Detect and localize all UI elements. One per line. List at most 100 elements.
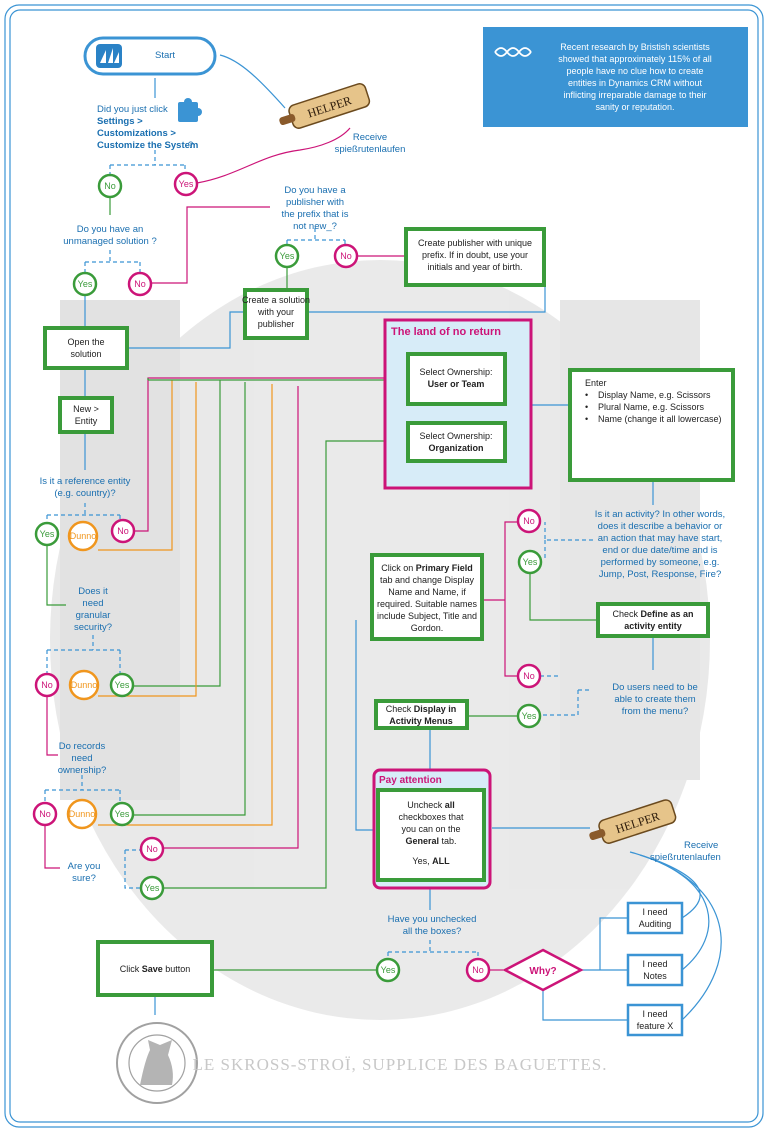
answer-yes-granular: Yes: [109, 672, 135, 698]
svg-text:required. Suitable names: required. Suitable names: [377, 599, 478, 609]
svg-text:initials and year of birth.: initials and year of birth.: [427, 262, 522, 272]
svg-text:with your: with your: [257, 307, 294, 317]
svg-text:checkboxes that: checkboxes that: [398, 812, 464, 822]
svg-text:Customizations >: Customizations >: [97, 128, 176, 139]
svg-text:Are you: Are you: [68, 861, 101, 872]
svg-text:Yes: Yes: [78, 279, 93, 289]
svg-text:Yes: Yes: [179, 179, 194, 189]
svg-text:granular: granular: [76, 610, 111, 621]
svg-text:tab and change Display: tab and change Display: [380, 575, 475, 585]
svg-text:prefix. If in doubt, use your: prefix. If in doubt, use your: [422, 250, 528, 260]
need-auditing-box: I need Auditing: [626, 901, 684, 935]
svg-text:Yes: Yes: [523, 557, 538, 567]
helper-paddle-icon: HELPER: [279, 82, 371, 129]
svg-text:Create a solution: Create a solution: [242, 295, 310, 305]
question-unchecked: Have you unchecked all the boxes?: [388, 914, 477, 937]
answer-yes-activity: Yes: [517, 549, 543, 575]
svg-text:need: need: [82, 598, 103, 609]
svg-text:people have no clue how to cre: people have no clue how to create: [566, 66, 703, 76]
svg-text:?: ?: [188, 140, 193, 151]
question-activity: Is it an activity? In other words, does …: [595, 509, 725, 580]
svg-text:No: No: [472, 965, 484, 975]
svg-text:No: No: [117, 526, 129, 536]
question-ownership: Do records need ownership?: [58, 741, 107, 776]
svg-text:Check Define as an: Check Define as an: [612, 609, 693, 619]
svg-text:Settings >: Settings >: [97, 116, 143, 127]
svg-text:Click on Primary Field: Click on Primary Field: [381, 563, 473, 573]
svg-text:•: •: [585, 402, 588, 412]
answer-no-granular: No: [34, 672, 60, 698]
connectors: [44, 54, 722, 1021]
answer-yes-unchecked: Yes: [375, 957, 401, 983]
svg-text:you can on the: you can on the: [401, 824, 460, 834]
svg-text:Uncheck all: Uncheck all: [407, 800, 455, 810]
info-banner: Recent research by Bristish scientists s…: [483, 27, 748, 127]
svg-text:Organization: Organization: [428, 443, 483, 453]
svg-text:sure?: sure?: [72, 873, 96, 884]
seal-of-approval-icon: [116, 1022, 198, 1104]
svg-text:publisher with: publisher with: [286, 197, 344, 208]
svg-text:Dunno: Dunno: [71, 680, 98, 690]
svg-text:•: •: [585, 414, 588, 424]
svg-text:General tab.: General tab.: [405, 836, 456, 846]
question-unmanaged-solution: Do you have an unmanaged solution ?: [63, 224, 157, 247]
svg-text:Have you unchecked: Have you unchecked: [388, 914, 477, 925]
svg-text:I need: I need: [642, 907, 667, 917]
why-diamond: Why?: [502, 948, 584, 992]
svg-text:Jump, Post, Response, Fire?: Jump, Post, Response, Fire?: [599, 569, 722, 580]
svg-text:Yes: Yes: [40, 529, 55, 539]
new-entity-box: New > Entity: [58, 396, 114, 434]
svg-text:Plural Name, e.g. Scissors: Plural Name, e.g. Scissors: [598, 402, 705, 412]
svg-text:include Subject, Title and: include Subject, Title and: [377, 611, 477, 621]
svg-text:spießrutenlaufen: spießrutenlaufen: [650, 852, 721, 863]
svg-text:from the menu?: from the menu?: [622, 706, 689, 717]
answer-no-unchecked: No: [465, 957, 491, 983]
svg-text:solution: solution: [70, 349, 101, 359]
start-label: Start: [155, 50, 175, 61]
answer-no-publisher: No: [333, 243, 359, 269]
svg-text:Select Ownership:: Select Ownership:: [419, 431, 492, 441]
svg-text:Open the: Open the: [67, 337, 104, 347]
svg-text:I need: I need: [642, 1009, 667, 1019]
svg-text:Yes: Yes: [280, 251, 295, 261]
svg-text:Do users need to be: Do users need to be: [612, 682, 698, 693]
svg-text:Activity Menus: Activity Menus: [389, 716, 453, 726]
svg-text:Is it an activity? In other wo: Is it an activity? In other words,: [595, 509, 725, 520]
svg-text:New >: New >: [73, 404, 99, 414]
land-of-no-return: The land of no return Select Ownership: …: [383, 318, 533, 490]
question-customize: Did you just click Settings > Customizat…: [97, 98, 202, 151]
question-sure: Are you sure?: [68, 861, 101, 884]
svg-text:unmanaged solution ?: unmanaged solution ?: [63, 236, 157, 247]
answer-yes-reference: Yes: [34, 521, 60, 547]
svg-text:Create publisher with unique: Create publisher with unique: [418, 238, 532, 248]
svg-text:Does it: Does it: [78, 586, 108, 597]
question-granular: Does it need granular security?: [74, 586, 112, 633]
svg-text:No: No: [523, 516, 535, 526]
svg-text:Gordon.: Gordon.: [411, 623, 444, 633]
svg-text:publisher: publisher: [258, 319, 295, 329]
answer-no-unmanaged: No: [127, 271, 153, 297]
svg-text:Do you have a: Do you have a: [284, 185, 346, 196]
svg-text:Customize the System: Customize the System: [97, 140, 198, 151]
svg-text:User or Team: User or Team: [428, 379, 485, 389]
answer-no-ownership: No: [32, 801, 58, 827]
svg-text:inflicting irreparable damage: inflicting irreparable damage to their: [563, 90, 706, 100]
svg-text:I need: I need: [642, 959, 667, 969]
pay-attention-box: Pay attention Uncheck all checkboxes tha…: [372, 768, 492, 890]
svg-text:Yes, ALL: Yes, ALL: [412, 856, 450, 866]
svg-text:Enter: Enter: [585, 378, 607, 388]
svg-text:No: No: [104, 181, 116, 191]
knot-icon: [494, 47, 532, 57]
svg-text:feature X: feature X: [637, 1021, 674, 1031]
answer-no-menu: No: [516, 663, 542, 689]
svg-text:The land of no return: The land of no return: [391, 326, 501, 338]
svg-text:Display Name, e.g. Scissors: Display Name, e.g. Scissors: [598, 390, 711, 400]
svg-text:end or due date/time and is: end or due date/time and is: [602, 545, 717, 556]
answer-no-reference: No: [110, 518, 136, 544]
svg-text:•: •: [585, 390, 588, 400]
svg-text:Dunno: Dunno: [69, 809, 96, 819]
svg-text:Entity: Entity: [75, 416, 98, 426]
open-solution-box: Open the solution: [43, 326, 129, 370]
svg-text:all the boxes?: all the boxes?: [403, 926, 462, 937]
